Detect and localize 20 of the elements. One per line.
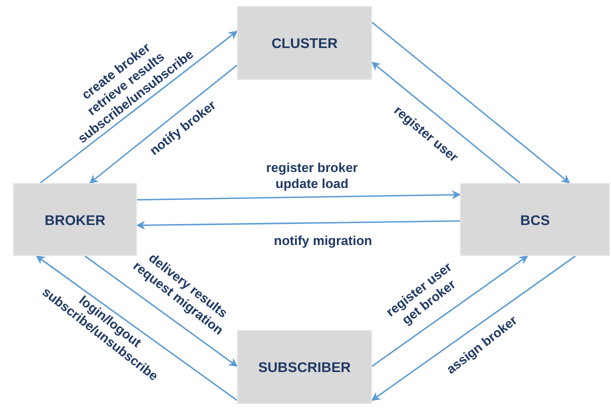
arrow bbox=[36, 255, 238, 401]
box-label: BROKER bbox=[44, 212, 106, 228]
process-box bbox=[237, 6, 372, 80]
arrow bbox=[136, 190, 461, 200]
arrow bbox=[84, 255, 238, 367]
process-box bbox=[237, 330, 372, 404]
arrow bbox=[136, 220, 460, 230]
arrow bbox=[372, 255, 528, 367]
edge-label: register broker update load bbox=[265, 160, 359, 192]
box-label: BCS bbox=[520, 212, 550, 228]
arrow bbox=[372, 22, 570, 184]
arrow bbox=[89, 64, 238, 184]
process-box bbox=[460, 183, 610, 256]
box-label: CLUSTER bbox=[271, 35, 338, 51]
box-label: SUBSCRIBER bbox=[258, 359, 351, 375]
arrow bbox=[371, 62, 520, 184]
arrow bbox=[40, 30, 238, 184]
arrow bbox=[371, 255, 576, 401]
edge-label: notify migration bbox=[272, 233, 374, 249]
process-box bbox=[13, 183, 137, 256]
